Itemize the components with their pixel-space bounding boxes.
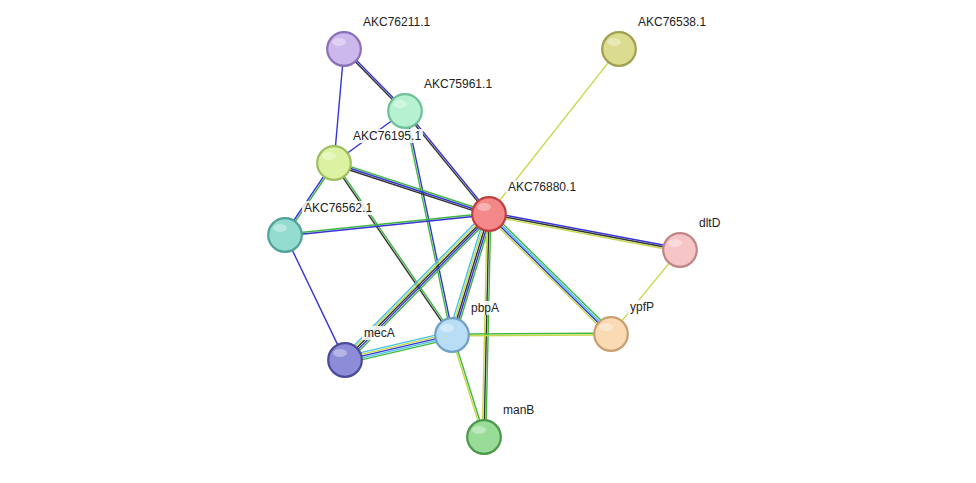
node-label: mecA	[362, 326, 397, 340]
node-highlight	[393, 100, 407, 108]
node-highlight	[440, 324, 454, 332]
evidence-line	[359, 228, 481, 351]
interaction-edge	[456, 350, 480, 422]
node-circle	[267, 217, 303, 253]
node-disc	[388, 94, 422, 128]
node-disc	[328, 343, 362, 377]
interaction-edge	[499, 62, 609, 202]
evidence-line	[456, 351, 478, 422]
evidence-line	[342, 177, 442, 323]
node-circle	[327, 342, 363, 378]
node-label: AKC75961.1	[422, 77, 494, 91]
interaction-edge	[301, 215, 473, 235]
node-disc	[268, 218, 302, 252]
evidence-line	[301, 217, 473, 235]
node-highlight	[472, 426, 486, 434]
evidence-line	[499, 62, 609, 202]
protein-node: AKC76880.1	[471, 196, 507, 232]
interaction-edge	[468, 333, 595, 336]
node-circle	[662, 232, 698, 268]
protein-node: AKC76538.1	[601, 31, 637, 67]
node-label: pbpA	[469, 301, 501, 315]
node-circle	[601, 31, 637, 67]
node-label: ypfP	[628, 300, 656, 314]
node-label: AKC76538.1	[636, 15, 708, 29]
protein-node: AKC76211.1	[326, 31, 362, 67]
node-disc	[327, 32, 361, 66]
node-highlight	[607, 38, 621, 46]
protein-node: pbpA	[434, 317, 470, 353]
interaction-edge	[293, 176, 325, 223]
evidence-line	[502, 223, 601, 321]
evidence-line	[504, 219, 664, 249]
evidence-line	[355, 61, 394, 100]
evidence-line	[501, 225, 600, 323]
node-disc	[317, 146, 351, 180]
node-disc	[467, 420, 501, 454]
node-label: AKC76562.1	[302, 201, 374, 215]
node-label: manB	[501, 403, 536, 417]
evidence-line	[295, 177, 326, 223]
evidence-line	[505, 217, 665, 247]
protein-node: ypfP	[593, 316, 629, 352]
evidence-line	[483, 230, 487, 421]
node-highlight	[273, 224, 287, 232]
node-disc	[435, 318, 469, 352]
node-disc	[594, 317, 628, 351]
evidence-line	[356, 60, 395, 99]
interaction-edge	[355, 60, 395, 100]
evidence-line	[335, 65, 342, 147]
interaction-edge	[504, 215, 664, 249]
node-circle	[387, 93, 423, 129]
evidence-line	[344, 176, 444, 322]
evidence-line	[301, 215, 473, 233]
evidence-line	[621, 262, 670, 321]
node-disc	[663, 233, 697, 267]
protein-node: AKC76195.1	[316, 145, 352, 181]
node-circle	[434, 317, 470, 353]
interaction-edge	[483, 230, 491, 421]
protein-node: AKC76562.1	[267, 217, 303, 253]
interaction-edge	[342, 176, 443, 323]
node-circle	[466, 419, 502, 455]
evidence-line	[505, 215, 665, 245]
evidence-line	[500, 226, 599, 324]
node-highlight	[477, 203, 491, 211]
node-disc	[472, 197, 506, 231]
node-highlight	[322, 152, 336, 160]
node-label: AKC76211.1	[361, 15, 432, 29]
node-circle	[471, 196, 507, 232]
interaction-edge	[499, 223, 602, 324]
interaction-edge	[292, 249, 338, 345]
evidence-line	[361, 339, 437, 357]
node-label: AKC76195.1	[351, 129, 423, 143]
node-circle	[593, 316, 629, 352]
evidence-line	[458, 350, 480, 421]
node-highlight	[668, 239, 682, 247]
evidence-line	[416, 123, 480, 201]
interaction-edge	[354, 223, 481, 351]
evidence-line	[468, 334, 595, 336]
node-disc	[602, 32, 636, 66]
node-highlight	[332, 38, 346, 46]
evidence-line	[292, 249, 338, 345]
protein-node: AKC75961.1	[387, 93, 423, 129]
evidence-line	[468, 333, 595, 335]
interaction-edge	[335, 65, 342, 147]
node-circle	[326, 31, 362, 67]
node-label: AKC76880.1	[506, 180, 578, 194]
protein-node: manB	[466, 419, 502, 455]
protein-node: mecA	[327, 342, 363, 378]
protein-node: dltD	[662, 232, 698, 268]
interaction-edge	[621, 262, 670, 321]
node-highlight	[599, 323, 613, 331]
node-highlight	[333, 349, 347, 357]
node-circle	[316, 145, 352, 181]
node-label: dltD	[697, 216, 722, 230]
evidence-line	[499, 227, 598, 325]
